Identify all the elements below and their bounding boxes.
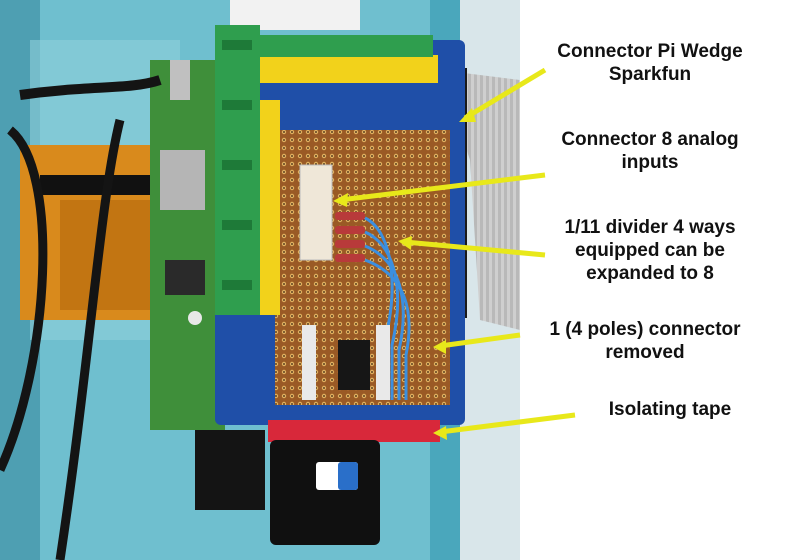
arrow-heads (333, 108, 476, 440)
annotation-pi-wedge: Connector Pi Wedge Sparkfun (557, 41, 743, 85)
ribbon-cable (440, 70, 520, 330)
annotation-divider: 1/11 divider 4 ways equipped can be expa… (564, 217, 736, 284)
annotation-arrows (339, 67, 576, 435)
ic-chip (338, 340, 370, 390)
usb-cables (0, 75, 265, 560)
isolating-tape (268, 420, 440, 442)
annotation-isolating-tape: Isolating tape (608, 399, 732, 420)
pin-sockets-right (376, 325, 390, 400)
wifi-dongle (270, 440, 380, 545)
divider-resistors (335, 212, 365, 262)
annotation-analog-inputs: Connector 8 analog inputs (561, 129, 739, 173)
green-terminal-blocks (215, 25, 433, 315)
yellow-headers (258, 55, 438, 315)
analog-input-connector (299, 164, 333, 261)
pin-sockets-left (302, 325, 316, 400)
raspberry-pi-board (150, 60, 225, 430)
annotation-connector-removed: 1 (4 poles) connector removed (549, 319, 741, 363)
